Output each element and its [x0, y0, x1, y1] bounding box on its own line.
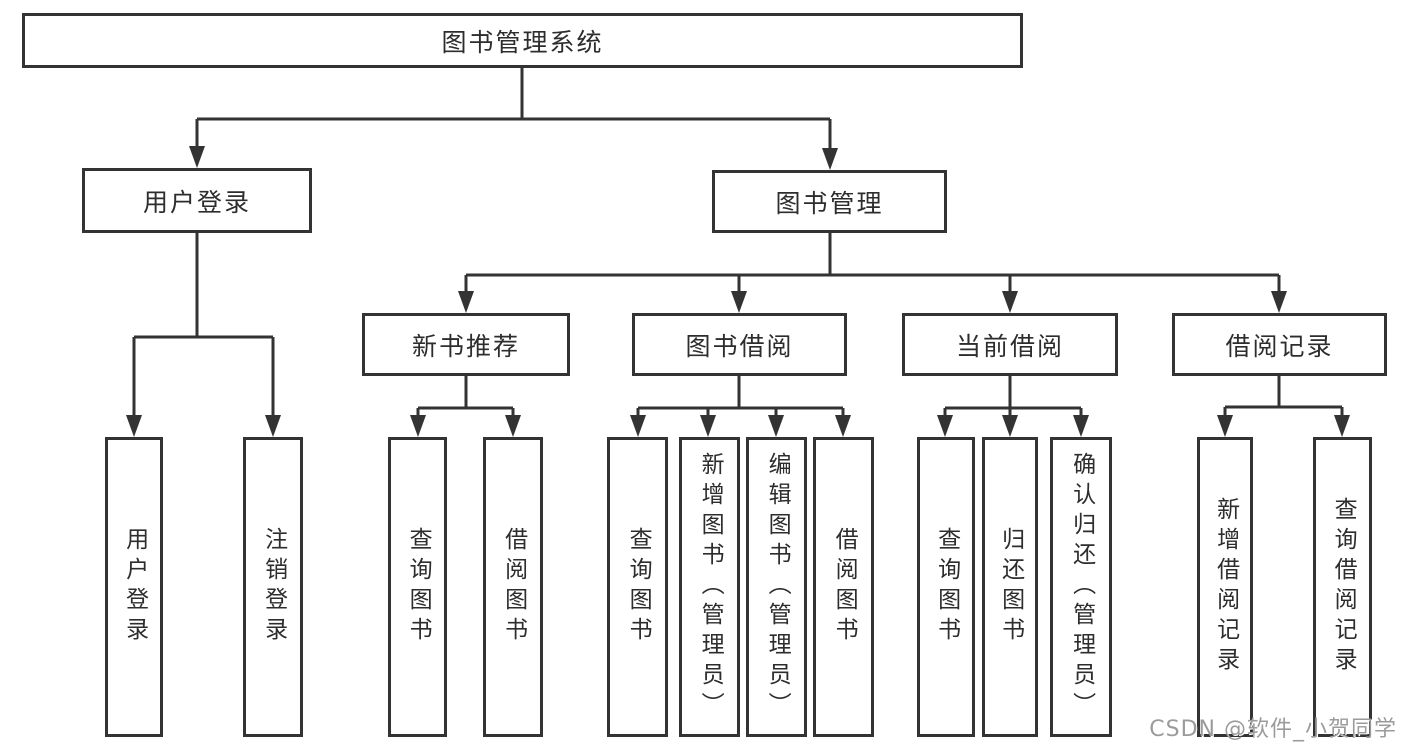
leaf-user-login: 用户登录 [105, 437, 163, 737]
arrowhead-icon [265, 415, 281, 437]
leaf-borrowing-query-books-label: 查询图书 [625, 527, 652, 647]
leaf-recommend-borrow-books-label: 借阅图书 [500, 527, 527, 647]
arrowhead-icon [1217, 415, 1233, 437]
node-borrow-records-label: 借阅记录 [1225, 331, 1334, 361]
leaf-records-add-record: 新增借阅记录 [1197, 437, 1253, 737]
node-book-borrowing: 图书借阅 [632, 313, 847, 376]
leaf-recommend-query-books-label: 查询图书 [405, 527, 432, 647]
node-new-book-recommend-label: 新书推荐 [411, 331, 520, 361]
leaf-current-return-books: 归还图书 [982, 437, 1038, 737]
watermark: CSDN @软件_小贺同学 [1149, 717, 1397, 742]
leaf-current-return-books-label: 归还图书 [997, 527, 1024, 647]
connector-root-to-level2 [195, 68, 832, 152]
arrowhead-icon [1002, 291, 1018, 313]
leaf-borrowing-borrow-books-label: 借阅图书 [831, 527, 858, 647]
arrowhead-icon [126, 415, 142, 437]
leaf-recommend-borrow-books: 借阅图书 [483, 437, 543, 737]
arrowhead-icon [822, 148, 838, 170]
connector-user-login-children [132, 233, 275, 419]
node-current-borrowing-label: 当前借阅 [955, 331, 1064, 361]
arrowhead-icon [835, 415, 851, 437]
leaf-records-query-record: 查询借阅记录 [1313, 437, 1372, 737]
leaf-user-login-label: 用户登录 [121, 527, 148, 647]
leaf-borrowing-edit-books-admin-label: 编辑图书（管理员） [764, 452, 791, 722]
node-book-borrowing-label: 图书借阅 [685, 331, 794, 361]
node-user-login: 用户登录 [82, 168, 312, 233]
node-root-label: 图书管理系统 [441, 27, 604, 57]
leaf-current-query-books: 查询图书 [917, 437, 975, 737]
leaf-records-add-record-label: 新增借阅记录 [1212, 497, 1239, 677]
leaf-recommend-query-books: 查询图书 [388, 437, 447, 737]
arrowhead-icon [505, 415, 521, 437]
leaf-borrowing-query-books: 查询图书 [607, 437, 668, 737]
arrowhead-icon [700, 415, 716, 437]
arrowhead-icon [189, 146, 205, 168]
arrowhead-icon [1334, 415, 1350, 437]
arrowhead-icon [937, 415, 953, 437]
leaf-borrowing-edit-books-admin: 编辑图书（管理员） [746, 437, 807, 737]
arrowhead-icon [1002, 415, 1018, 437]
leaf-borrowing-borrow-books: 借阅图书 [813, 437, 874, 737]
node-user-login-label: 用户登录 [142, 187, 251, 217]
arrowhead-icon [458, 291, 474, 313]
leaf-current-confirm-return-admin-label: 确认归还（管理员） [1068, 452, 1095, 722]
leaf-borrowing-add-books-admin: 新增图书（管理员） [679, 437, 740, 737]
arrowhead-icon [1271, 291, 1287, 313]
node-book-management: 图书管理 [712, 170, 947, 233]
connector-book-management-row [464, 233, 1281, 295]
node-new-book-recommend: 新书推荐 [362, 313, 570, 376]
connector-groups-children [416, 376, 1344, 419]
arrowhead-icon [731, 291, 747, 313]
leaf-logout-label: 注销登录 [260, 527, 287, 647]
leaf-logout: 注销登录 [243, 437, 303, 737]
node-book-management-label: 图书管理 [775, 188, 884, 218]
leaf-current-confirm-return-admin: 确认归还（管理员） [1050, 437, 1112, 737]
arrowheads [126, 146, 1350, 437]
node-root: 图书管理系统 [22, 13, 1023, 68]
node-borrow-records: 借阅记录 [1172, 313, 1387, 376]
leaf-current-query-books-label: 查询图书 [933, 527, 960, 647]
leaf-records-query-record-label: 查询借阅记录 [1330, 497, 1357, 677]
arrowhead-icon [1073, 415, 1089, 437]
arrowhead-icon [768, 415, 784, 437]
arrowhead-icon [410, 415, 426, 437]
node-current-borrowing: 当前借阅 [902, 313, 1118, 376]
leaf-borrowing-add-books-admin-label: 新增图书（管理员） [697, 452, 724, 722]
arrowhead-icon [630, 415, 646, 437]
